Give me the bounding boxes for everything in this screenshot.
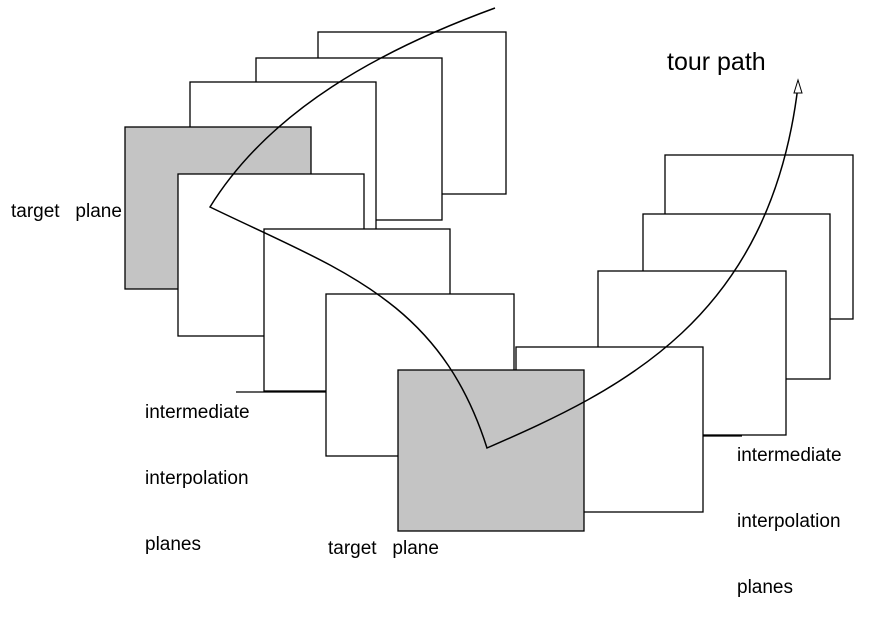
- intermediate-left-line-3: planes: [145, 534, 201, 555]
- bottom-target-plane: [397, 369, 585, 532]
- intermediate-planes-label-right: intermediate interpolation planes: [737, 401, 842, 621]
- right-plane-stack: [515, 154, 854, 513]
- target-plane-label-left: target plane: [11, 201, 122, 222]
- tour-path-curve: [208, 7, 799, 450]
- tour-path-diagram: [124, 7, 854, 532]
- intermediate-left-line-2: interpolation: [145, 468, 249, 489]
- intermediate-left-line-1: intermediate: [145, 402, 250, 423]
- target-plane-label-bottom: target plane: [328, 538, 439, 559]
- left-plane-stack: [124, 31, 507, 337]
- tour-path-label: tour path: [667, 48, 766, 76]
- intermediate-right-line-2: interpolation: [737, 511, 841, 532]
- tour-path-arrowhead: [793, 78, 803, 94]
- intermediate-planes-label-left: intermediate interpolation planes: [145, 358, 250, 578]
- intermediate-right-line-1: intermediate: [737, 445, 842, 466]
- intermediate-right-line-3: planes: [737, 577, 793, 598]
